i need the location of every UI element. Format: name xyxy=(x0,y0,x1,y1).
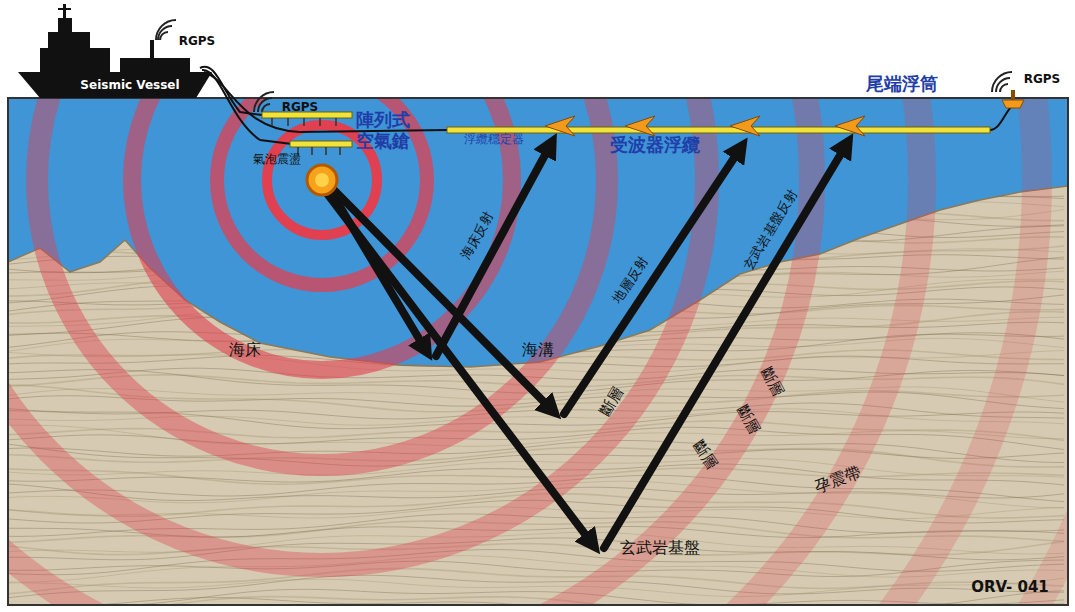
part-name: 浮纜穩定器 xyxy=(464,133,524,147)
texture-stripe xyxy=(8,180,1064,200)
streamer-birds xyxy=(545,116,865,136)
fault-label: 斷層 xyxy=(757,365,786,400)
tail-buoy xyxy=(1002,90,1024,108)
bubble xyxy=(307,165,337,195)
part-name: 尾端浮筒 xyxy=(866,74,938,95)
feature-label: 海床 xyxy=(229,341,261,359)
ray-paths xyxy=(326,142,848,548)
part-name: 陣列式 空氣鎗 xyxy=(356,110,417,151)
feature-label: 玄武岩基盤 xyxy=(620,539,700,557)
fault-label: 斷層 xyxy=(733,403,763,438)
texture-stripe xyxy=(8,203,1064,227)
ship-name: Seismic Vessel xyxy=(80,79,179,93)
gps-label: RGPS xyxy=(1024,73,1061,87)
texture-stripe xyxy=(8,186,1064,206)
figure-number: ORV- 041 xyxy=(971,579,1049,596)
section xyxy=(8,98,1068,605)
texture-stripe xyxy=(8,197,1064,221)
ray-label: 海床反射 xyxy=(459,210,497,263)
texture-stripe xyxy=(8,209,1064,221)
gps-label: RGPS xyxy=(179,35,216,49)
ship xyxy=(18,4,212,98)
tow-cables xyxy=(200,67,1012,144)
fault-label: 斷層 xyxy=(597,385,627,420)
streamer xyxy=(447,127,990,133)
signal-arcs xyxy=(156,20,1012,112)
ray-label: 地層反射 xyxy=(610,254,651,305)
texture-stripe xyxy=(8,441,1064,463)
gps-label: RGPS xyxy=(282,101,319,115)
wave-rings xyxy=(8,98,1068,605)
fault-label: 斷層 xyxy=(689,438,720,472)
part-name: 氣泡震盪 xyxy=(253,153,301,167)
part-name: 受波器浮纜 xyxy=(610,135,700,156)
ray-label: 玄武岩基盤反射 xyxy=(741,187,801,273)
texture-stripe xyxy=(8,191,1064,203)
frame xyxy=(8,98,1068,605)
feature-label: 海溝 xyxy=(522,341,554,359)
zone-label: 孕震帶 xyxy=(812,463,863,497)
